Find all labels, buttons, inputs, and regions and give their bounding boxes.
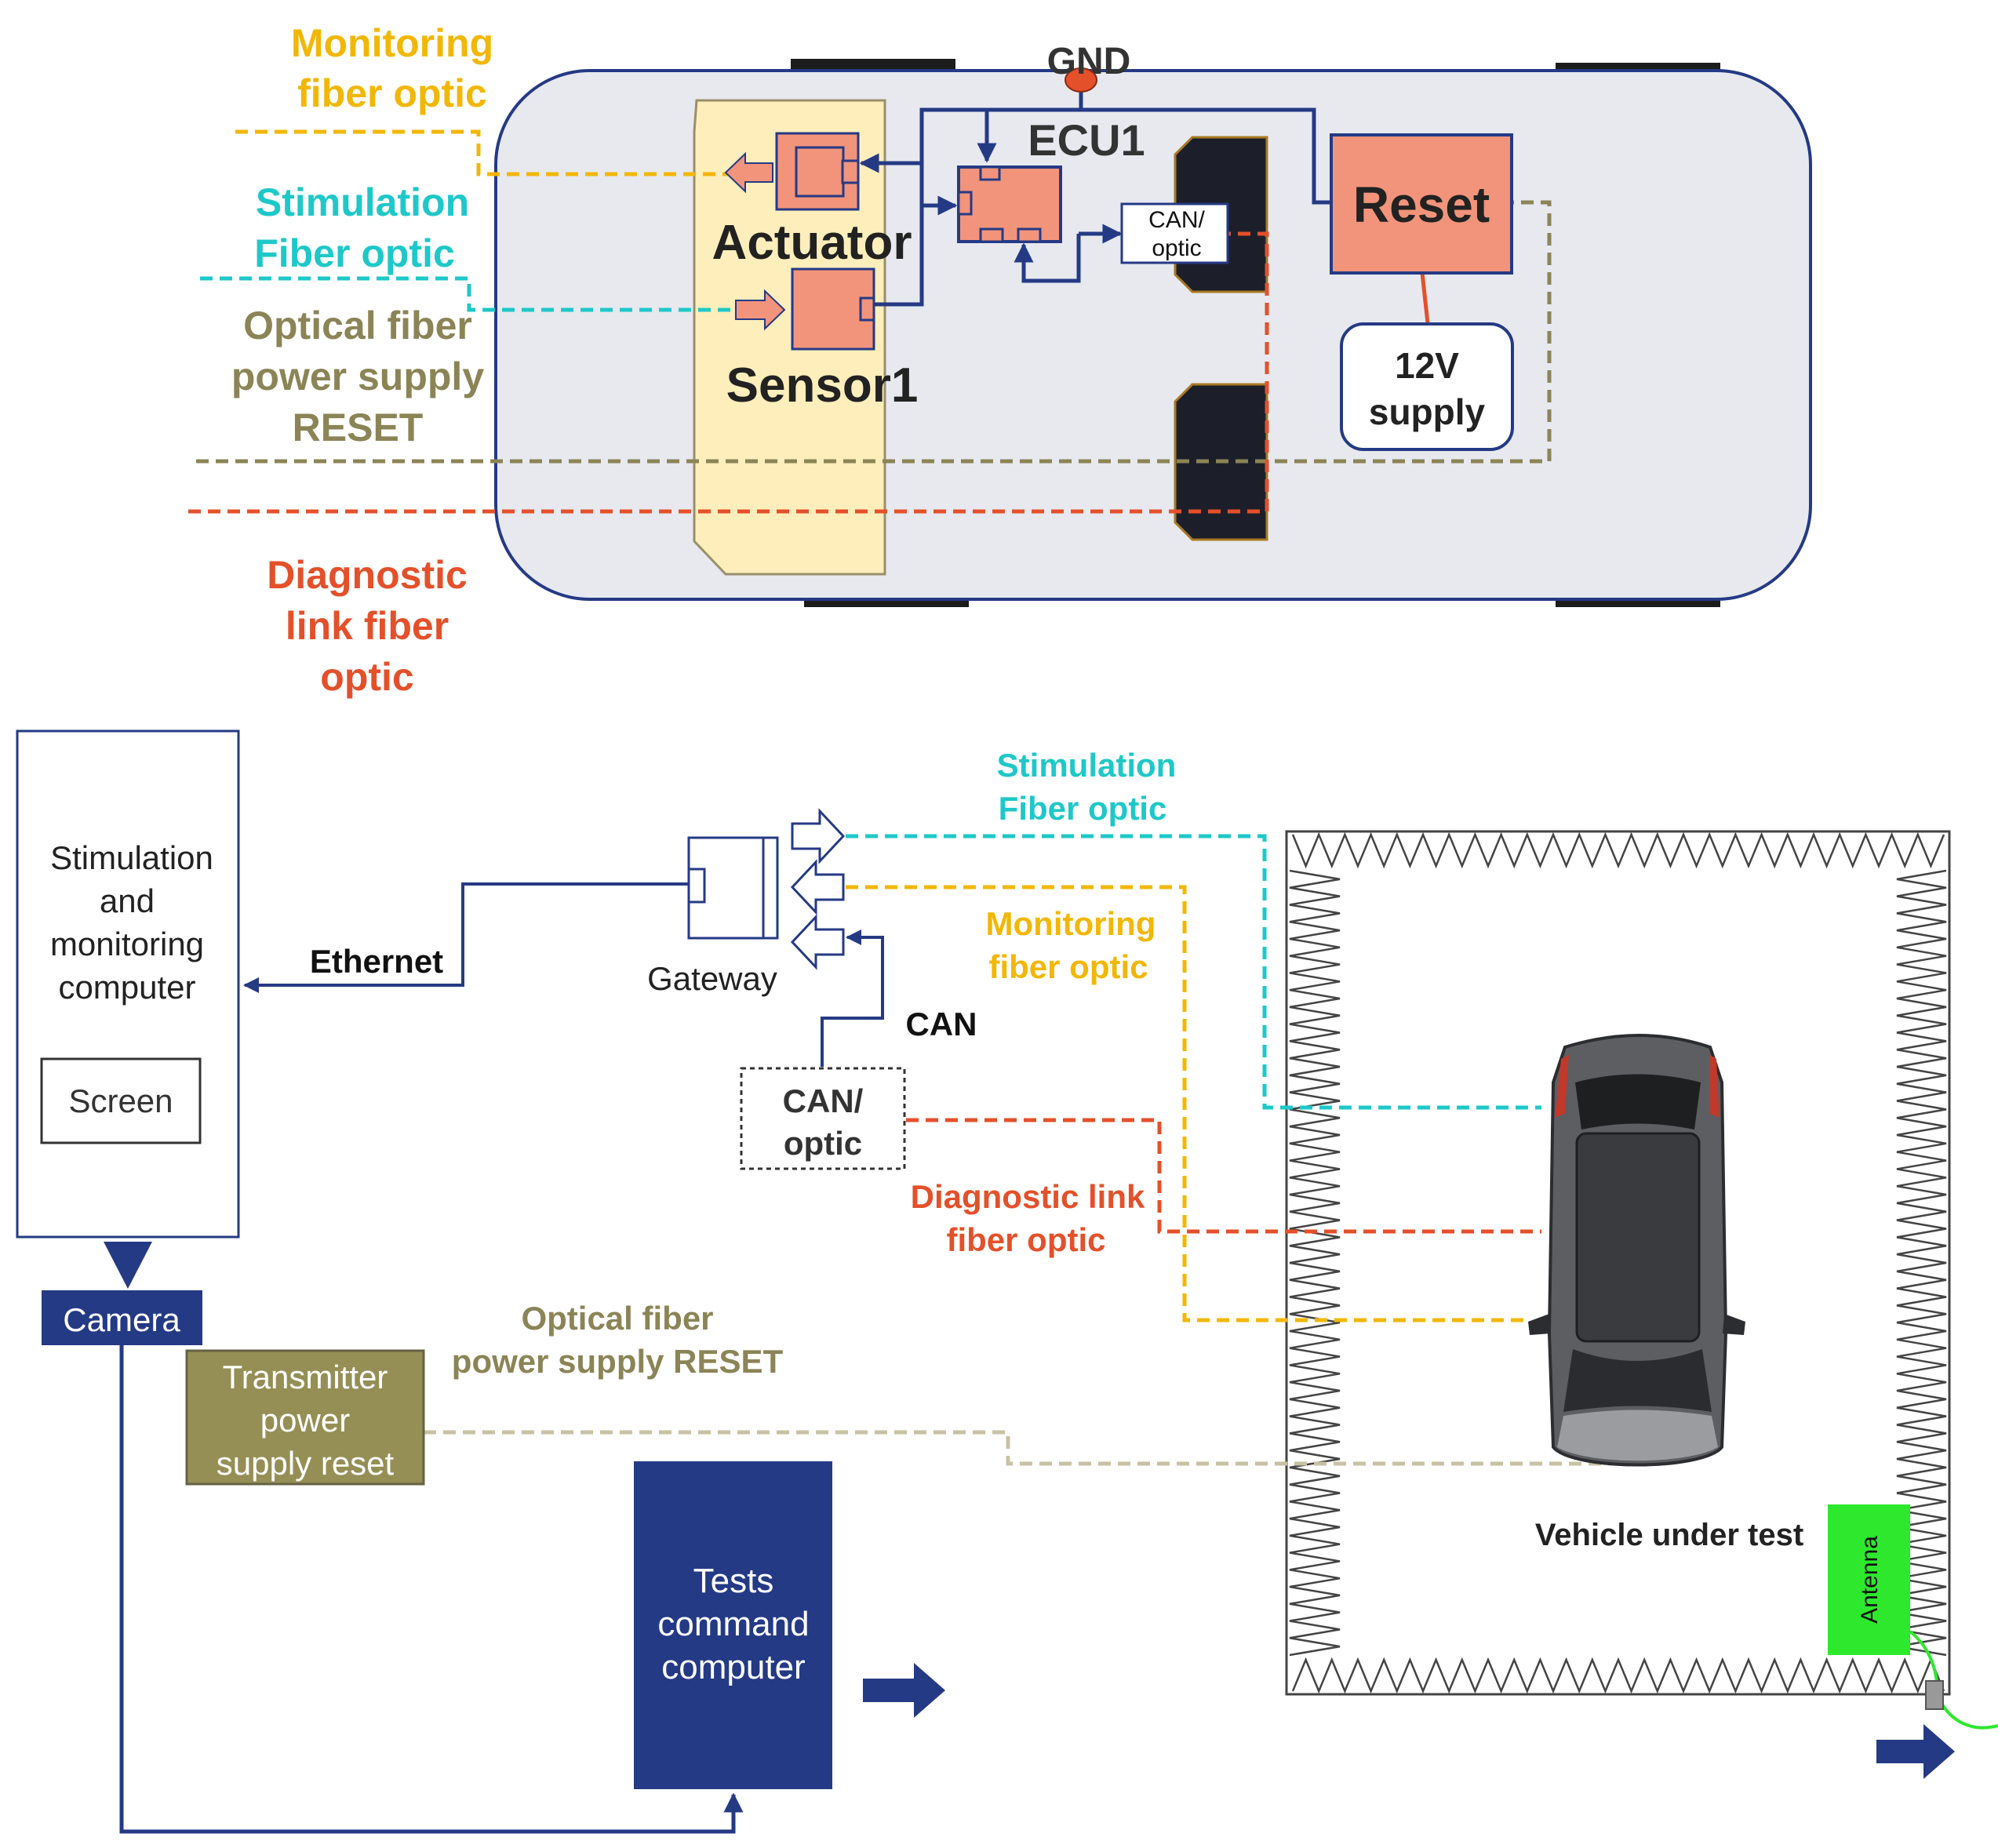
test-setup-diagram: Stimulation and monitoring computer Scre… — [16, 729, 1998, 1834]
ethernet-label: Ethernet — [310, 943, 443, 980]
vehicle-under-test — [1528, 1034, 1745, 1467]
bottom-diagnostic-fiber — [906, 1118, 1541, 1234]
ecu-label: ECU1 — [1028, 115, 1145, 165]
ecu-box — [957, 166, 1062, 243]
bottom-stimulation-label-1: Stimulation — [997, 747, 1177, 784]
top-power-label-2: power supply — [231, 355, 484, 398]
bottom-can-optic-line1: CAN/ — [783, 1082, 864, 1119]
computer-line1: Stimulation — [50, 839, 213, 876]
bottom-can-optic-line2: optic — [784, 1125, 862, 1162]
computer-line4: computer — [58, 969, 195, 1006]
stimulation-monitoring-computer — [16, 729, 240, 1239]
diagnostic-fiber-line — [188, 231, 1269, 514]
absorber-right — [1896, 869, 1947, 1657]
screen-label: Screen — [68, 1082, 173, 1119]
supply-box — [1340, 322, 1514, 451]
bottom-can-optic-box — [740, 1067, 906, 1170]
supply-line2: supply — [1369, 391, 1486, 432]
absorber-bottom — [1291, 1657, 1945, 1694]
top-monitoring-label-1: Monitoring — [291, 21, 493, 65]
gnd-terminal — [1065, 67, 1097, 93]
ethernet-line — [243, 882, 690, 993]
top-diagnostic-label-3: optic — [320, 655, 413, 699]
tests-command-computer — [634, 1461, 832, 1789]
top-monitoring-label-2: fiber optic — [297, 71, 487, 115]
gateway-port-stimulation — [791, 808, 846, 864]
computer-line3: monitoring — [50, 926, 204, 962]
bottom-monitoring-label-1: Monitoring — [986, 905, 1156, 942]
actuator-label: Actuator — [712, 216, 912, 270]
transmitter-line3: supply reset — [217, 1445, 395, 1482]
actuator-output-arrow — [724, 151, 773, 194]
electronics-module — [693, 99, 886, 576]
antenna-output-arrow — [1876, 1724, 1955, 1779]
bottom-power-label-1: Optical fiber — [521, 1300, 713, 1337]
sensor-label: Sensor1 — [726, 358, 919, 413]
gnd-label: GND — [1047, 41, 1131, 82]
tests-line2: command — [657, 1605, 809, 1643]
top-power-label-1: Optical fiber — [243, 304, 472, 347]
top-stimulation-label-1: Stimulation — [256, 180, 469, 224]
camera-to-tests-line — [119, 1345, 744, 1834]
camera-feed-triangle — [104, 1242, 152, 1289]
absorber-left — [1289, 869, 1341, 1657]
top-diagnostic-label-2: link fiber — [286, 604, 449, 648]
car-body — [494, 69, 1812, 601]
bottom-stimulation-label-2: Fiber optic — [999, 790, 1167, 827]
antenna-connector — [1925, 1680, 1944, 1710]
camera-box — [42, 1290, 202, 1345]
wiring — [859, 67, 1330, 307]
gateway-port-can — [790, 914, 845, 970]
tests-line3: computer — [661, 1648, 805, 1686]
absorber-top — [1291, 831, 1945, 869]
sensor-input-arrow — [735, 289, 786, 331]
antenna-label: Antenna — [1857, 1536, 1883, 1624]
supply-line1: 12V — [1395, 345, 1459, 386]
transmitter-line2: power — [260, 1402, 350, 1439]
computer-line2: and — [100, 882, 155, 919]
top-power-label-3: RESET — [293, 406, 424, 449]
transmitter-line1: Transmitter — [223, 1359, 388, 1395]
stimulation-fiber-line — [200, 276, 733, 312]
top-stimulation-label-2: Fiber optic — [254, 231, 455, 275]
top-can-optic-line1: CAN/ — [1148, 207, 1205, 233]
bottom-monitoring-label-2: fiber optic — [988, 948, 1148, 985]
bottom-power-label-2: power supply RESET — [452, 1343, 784, 1380]
bottom-stimulation-fiber — [846, 834, 1541, 1110]
can-label: CAN — [906, 1006, 977, 1042]
bottom-power-fiber — [424, 1430, 1616, 1466]
can-line — [821, 929, 884, 1067]
reset-label: Reset — [1353, 176, 1490, 233]
screen-box — [40, 1057, 202, 1144]
bottom-monitoring-fiber — [846, 885, 1526, 1322]
power-fiber-line — [196, 200, 1552, 464]
gateway-port-monitoring — [790, 859, 845, 915]
reset-box — [1330, 133, 1513, 275]
top-diagnostic-label-1: Diagnostic — [267, 553, 468, 597]
vehicle-label: Vehicle under test — [1535, 1518, 1803, 1552]
top-can-optic-box — [1120, 202, 1229, 264]
bottom-diagnostic-label-1: Diagnostic link — [911, 1178, 1145, 1215]
antenna-box — [1828, 1504, 1910, 1655]
camera-label: Camera — [63, 1301, 180, 1338]
transmitter-box — [185, 1349, 425, 1486]
tests-line1: Tests — [693, 1562, 774, 1600]
top-can-optic-line2: optic — [1152, 235, 1201, 261]
vehicle-internal-diagram: GND ECU1 Actuator Sensor1 CAN/ optic Res… — [188, 21, 1812, 699]
bottom-diagnostic-label-2: fiber optic — [946, 1221, 1105, 1258]
tests-output-arrow — [863, 1663, 945, 1718]
gateway-label: Gateway — [647, 960, 777, 997]
monitoring-fiber-line — [235, 129, 773, 176]
